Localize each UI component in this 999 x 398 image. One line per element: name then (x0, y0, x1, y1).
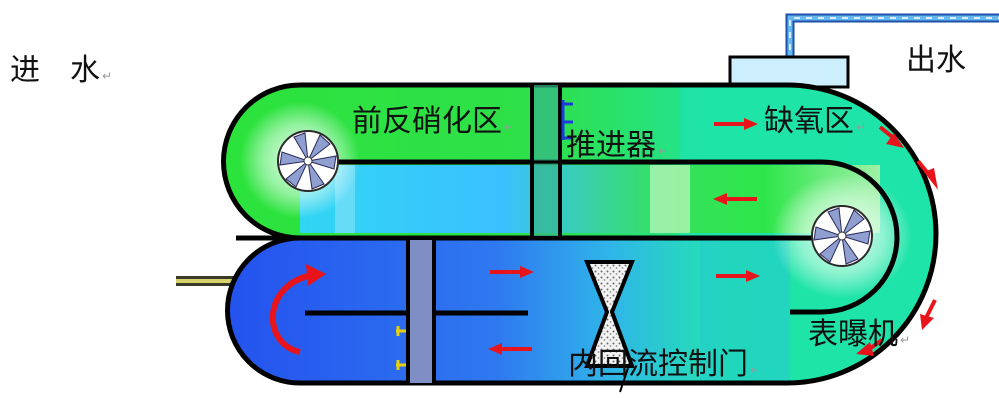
arrow-bend (856, 338, 884, 356)
outer-outline (221, 82, 939, 386)
lower-partition (406, 240, 436, 383)
arrow-bend (916, 159, 938, 190)
outlet-box (728, 55, 850, 89)
arrow-left (488, 343, 532, 355)
outlet-pipe (785, 13, 999, 62)
upper-partition (530, 85, 562, 236)
arrow-right (714, 118, 758, 130)
thruster-icon (561, 100, 573, 140)
outlet-label: 出水 (906, 43, 966, 78)
inlet-pipe (176, 276, 244, 286)
anoxic-label: 缺氧区↵ (764, 104, 867, 139)
mixer-fan-icon (277, 130, 339, 192)
aerator-fan-icon (811, 205, 873, 267)
flow-arrows (269, 118, 938, 356)
aerator-label: 表曝机↵ (808, 317, 911, 352)
thruster-label: 推进器↵ (566, 128, 669, 163)
reflux-gate-icon (584, 260, 635, 393)
arrow-right (490, 266, 534, 278)
arrow-bend (920, 299, 937, 330)
arrow-left (713, 193, 757, 205)
pre-denitrification-label: 前反硝化区↵ (352, 104, 515, 139)
inlet-label: 进 水↵ (10, 53, 113, 88)
lower-thruster-icon (396, 326, 406, 370)
gate-label: 内回流控制门↵ (568, 347, 761, 382)
upper-inner-wall (330, 159, 900, 315)
arrow-right (716, 270, 760, 282)
arrow-bend (878, 125, 904, 148)
